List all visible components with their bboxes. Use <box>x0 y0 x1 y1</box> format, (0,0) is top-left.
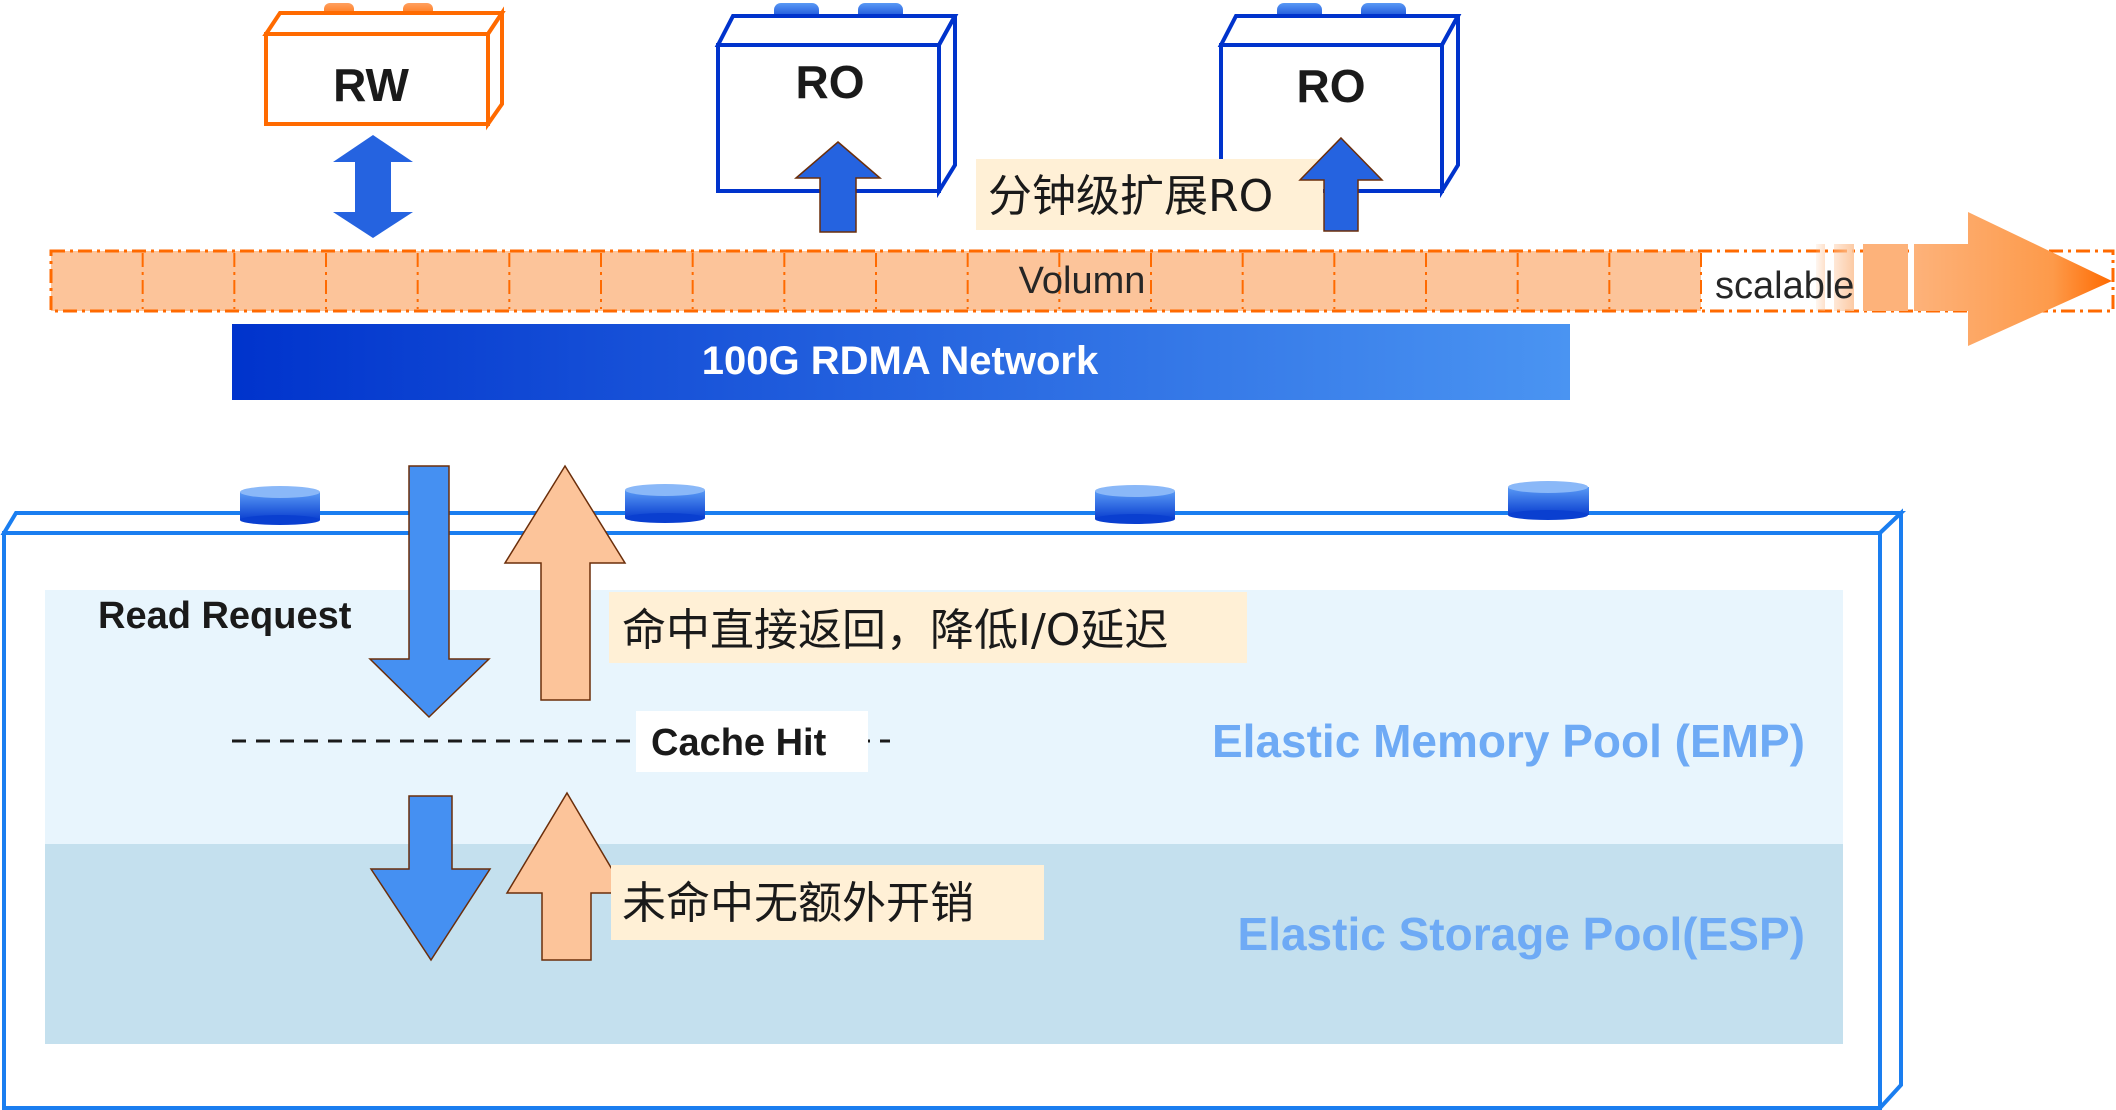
volume-label: Volumn <box>1019 260 1146 302</box>
scale-ro-note: 分钟级扩展RO <box>988 171 1273 222</box>
miss-note: 未命中无额外开销 <box>622 878 974 929</box>
pool-disk-icons <box>240 481 1589 525</box>
rw-label: RW <box>333 59 409 111</box>
cache-hit-label-bg <box>636 711 868 772</box>
scalable-label: scalable <box>1715 265 1854 307</box>
pool-disk-icon <box>240 486 320 525</box>
read-request-down-arrow-icon <box>368 465 491 719</box>
scalable-arrow-icon <box>1914 212 2112 346</box>
volume-cell-dividers <box>141 253 1702 309</box>
ro-1-label: RO <box>796 56 865 108</box>
miss-down-arrow-icon <box>369 795 492 962</box>
scale-ro-note-bg <box>976 159 1323 230</box>
pool-disk-icon <box>625 484 705 523</box>
volume-bar: Volumn scalable <box>49 212 2115 346</box>
ro-1-up-arrow-icon <box>793 141 883 233</box>
rw-bidirectional-arrow-icon <box>333 135 413 238</box>
cache-hit-up-arrow-icon <box>503 464 627 701</box>
miss-note-bg <box>611 865 1044 940</box>
network-label: 100G RDMA Network <box>702 339 1099 383</box>
pool-container <box>0 508 1906 1110</box>
pool-disk-icon <box>1095 485 1175 524</box>
scalable-fade-segment <box>1863 244 1908 311</box>
hit-return-note-bg <box>609 592 1247 663</box>
scalable-fade-segment <box>1816 244 1825 311</box>
rw-node: RW <box>262 3 506 131</box>
scalable-fade-segment <box>1834 244 1854 311</box>
pool-disk-icon <box>1508 481 1589 520</box>
ro-2-up-arrow-icon <box>1298 136 1384 232</box>
ro-2-label: RO <box>1297 60 1366 112</box>
read-request-label: Read Request <box>98 595 352 637</box>
esp-label: Elastic Storage Pool(ESP) <box>1238 908 1805 960</box>
cache-hit-label: Cache Hit <box>651 722 827 764</box>
hit-return-note: 命中直接返回，降低I/O延迟 <box>622 605 1168 656</box>
network-bar <box>232 324 1570 400</box>
emp-label: Elastic Memory Pool (EMP) <box>1212 715 1805 767</box>
